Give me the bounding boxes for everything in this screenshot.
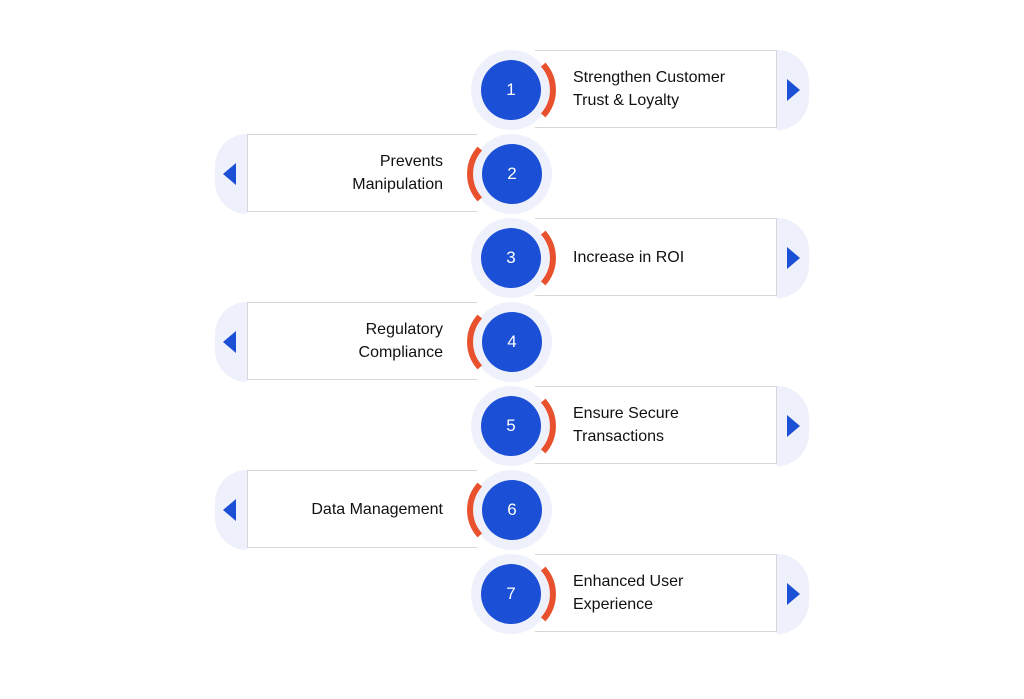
arrow-left-icon — [223, 331, 236, 353]
step-card — [535, 218, 777, 296]
arrow-left-icon — [223, 163, 236, 185]
step-number: 7 — [481, 564, 541, 624]
arrow-left-icon — [223, 499, 236, 521]
step-number: 5 — [481, 396, 541, 456]
arrow-right-icon — [787, 583, 800, 605]
step-number: 3 — [481, 228, 541, 288]
step-tab — [777, 50, 809, 130]
step-card — [247, 134, 477, 212]
step-number: 1 — [481, 60, 541, 120]
step-label: Ensure Secure Transactions — [573, 405, 679, 445]
step-tab — [215, 134, 247, 214]
accent-arc — [540, 230, 556, 286]
arrow-right-icon — [787, 415, 800, 437]
step-tab — [215, 470, 247, 550]
step-tab — [777, 218, 809, 298]
arrow-right-icon — [787, 79, 800, 101]
step-label: Regulatory Compliance — [358, 321, 443, 361]
accent-arc — [540, 566, 556, 622]
step-number: 2 — [482, 144, 542, 204]
step-number: 4 — [482, 312, 542, 372]
step-number: 6 — [482, 480, 542, 540]
step-card — [247, 302, 477, 380]
step-tab — [777, 386, 809, 466]
step-2: 2 Prevents Manipulation — [0, 134, 1024, 214]
step-label: Prevents Manipulation — [352, 153, 443, 193]
step-7: 7 Enhanced User Experience — [0, 554, 1024, 634]
accent-arc — [540, 398, 556, 454]
step-label: Strengthen Customer Trust & Loyalty — [573, 69, 726, 109]
step-card — [535, 50, 777, 128]
step-4: 4 Regulatory Compliance — [0, 302, 1024, 382]
step-5: 5 Ensure Secure Transactions — [0, 386, 1024, 466]
accent-arc — [467, 146, 483, 202]
step-6: 6 Data Management — [0, 470, 1024, 550]
accent-arc — [467, 314, 483, 370]
step-tab — [215, 302, 247, 382]
accent-arc — [540, 62, 556, 118]
accent-arc — [467, 482, 483, 538]
step-card — [535, 554, 777, 632]
step-card — [535, 386, 777, 464]
step-3: 3 Increase in ROI — [0, 218, 1024, 298]
step-card — [247, 470, 477, 548]
step-tab — [777, 554, 809, 634]
step-label: Increase in ROI — [573, 248, 685, 266]
step-label: Data Management — [311, 500, 443, 518]
step-1: 1 Strengthen Customer Trust & Loyalty — [0, 50, 1024, 130]
arrow-right-icon — [787, 247, 800, 269]
step-label: Enhanced User Experience — [573, 573, 684, 613]
